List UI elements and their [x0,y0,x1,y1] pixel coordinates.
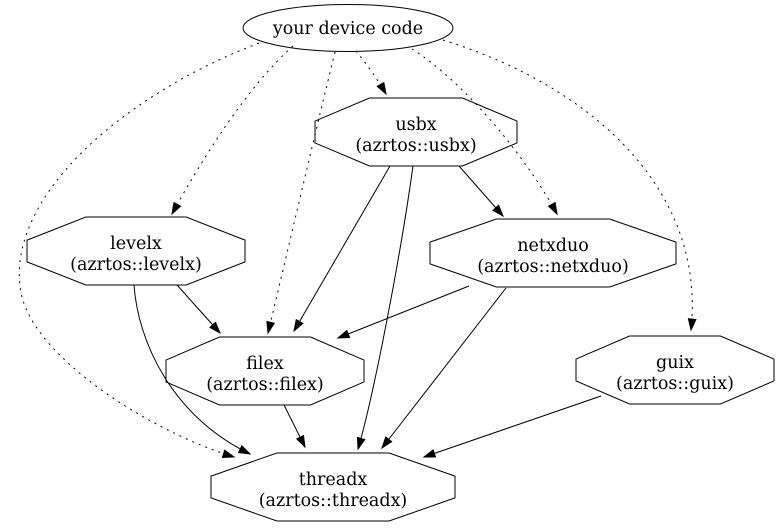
netxduo-shape [429,218,677,288]
edges-layer [18,39,697,458]
usbx-label: usbx [395,115,436,135]
edge-device-code-usbx [355,50,387,96]
edge-netxduo-threadx [381,287,507,450]
edge-levelx-threadx [133,284,252,455]
edge-levelx-filex [176,284,222,335]
node-usbx: usbx(azrtos::usbx) [314,97,518,167]
guix-shape [575,335,775,405]
edge-device-code-levelx [171,45,294,216]
node-device-code: your device code [242,4,454,52]
threadx-sublabel: (azrtos::threadx) [259,491,408,511]
edge-device-code-netxduo [411,48,558,216]
node-levelx: levelx(azrtos::levelx) [26,216,246,286]
threadx-shape [210,452,456,522]
edge-filex-threadx [283,404,306,449]
levelx-shape [26,216,246,286]
netxduo-sublabel: (azrtos::netxduo) [477,257,629,277]
threadx-label: threadx [299,470,368,490]
node-threadx: threadx(azrtos::threadx) [210,452,456,522]
guix-sublabel: (azrtos::guix) [616,374,734,394]
device-code-shape [242,4,454,52]
netxduo-label: netxduo [517,236,589,256]
filex-shape [165,336,365,406]
levelx-sublabel: (azrtos::levelx) [70,255,202,275]
filex-sublabel: (azrtos::filex) [206,375,324,395]
edge-device-code-guix [442,39,697,332]
usbx-shape [314,97,518,167]
nodes-layer: your device codeusbx(azrtos::usbx)levelx… [26,4,775,522]
usbx-sublabel: (azrtos::usbx) [355,136,476,156]
edge-usbx-filex [293,165,391,333]
edge-netxduo-filex [336,285,470,339]
guix-label: guix [656,353,694,373]
edge-usbx-netxduo [458,165,504,218]
filex-label: filex [246,354,284,374]
node-netxduo: netxduo(azrtos::netxduo) [429,218,677,288]
edge-device-code-filex [266,51,336,335]
node-guix: guix(azrtos::guix) [575,335,775,405]
node-filex: filex(azrtos::filex) [165,336,365,406]
device-code-label: your device code [272,19,423,39]
edge-guix-threadx [422,395,602,458]
levelx-label: levelx [110,234,162,254]
edge-usbx-threadx [356,165,414,451]
